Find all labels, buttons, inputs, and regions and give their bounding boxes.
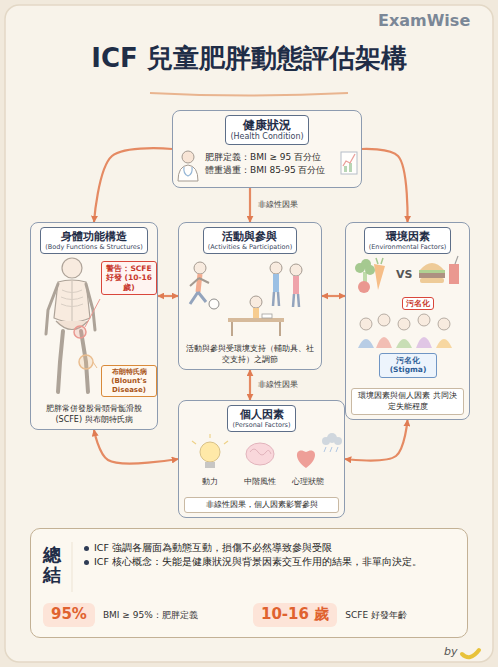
connector <box>94 430 178 464</box>
foot-group: 非線性因果，個人因素影響參與 <box>184 497 339 513</box>
sideT-text: 總結 <box>43 545 61 585</box>
numg-group: 10-16 歲 <box>253 603 337 627</box>
edge-label: 非線性因果 <box>256 380 300 390</box>
stxtg-group: BMI ≥ 95%：肥胖定義 <box>103 609 198 622</box>
connector <box>249 188 251 222</box>
ft-text: 非線性因果，個人因素影響參與 <box>188 500 335 510</box>
ct-text: 布朗特氏病 (Blount's Disease) <box>105 368 153 394</box>
brand-mark: ExamWise <box>378 11 470 30</box>
page-card <box>5 5 493 662</box>
sub-text: (Body Functions & Structures) <box>45 243 142 251</box>
title: ICF 兒童肥胖動態評估架構 <box>0 42 498 75</box>
plain-group: 污名化 (Stigma) <box>383 356 433 375</box>
title-underline <box>150 93 348 96</box>
ft-text: 活動與參與受環境支持（輔助具、社交支持）之調節 <box>183 344 317 365</box>
tab-group: 活動與參與(Activities & Participation) <box>203 227 298 254</box>
mid-group: 肥胖定義：BMI ≥ 95 百分位體重過重：BMI 85-95 百分位 <box>173 145 361 177</box>
edge-label: 非線性因果 <box>256 200 300 210</box>
hd-text: 活動與參與 <box>208 230 293 243</box>
tab-group: 健康狀況(Health Condition) <box>225 115 308 145</box>
numg-group: 95% <box>43 603 95 627</box>
warning-callout: 警告：SCFE 好發 (10-16歲) <box>101 261 157 295</box>
environment-panel: 環境因素(Environmental Factors) 環境因素與個人因素 共同決… <box>345 222 470 420</box>
banana-icon <box>462 650 479 657</box>
tab-group: 環境因素(Environmental Factors) <box>364 227 452 254</box>
num-text: 95% <box>43 603 95 627</box>
bullet-text: ICF 核心概念：失能是健康狀況與背景因素交互作用的結果，非單向決定。 <box>83 555 455 569</box>
summary-box: 總結 ICF 強調各層面為動態互動，損傷不必然導致參與受限ICF 核心概念：失能是… <box>30 528 468 638</box>
stigma-tag: 污名化 <box>402 297 434 310</box>
hd-text: 個人因素 <box>232 408 290 421</box>
tab-group: 身體功能構造(Body Functions & Structures) <box>40 227 147 254</box>
sub-text: (Activities & Participation) <box>208 243 293 251</box>
icon-label: 動力 <box>202 477 218 486</box>
hd-text: 環境因素 <box>369 230 447 243</box>
tab-group: 個人因素(Personal Factors) <box>227 405 295 432</box>
personal-panel: 個人因素(Personal Factors) 非線性因果，個人因素影響參與 <box>178 400 345 518</box>
line-text: 體重過重：BMI 85-95 百分位 <box>205 164 339 177</box>
ct-text: 警告：SCFE 好發 (10-16歲) <box>105 264 153 292</box>
foot-group: 環境因素與個人因素 共同決定失能程度 <box>351 388 464 415</box>
hd-text: 身體功能構造 <box>45 230 142 243</box>
bullet-text: ICF 強調各層面為動態互動，損傷不必然導致參與受限 <box>83 541 455 555</box>
bullets-group: ICF 強調各層面為動態互動，損傷不必然導致參與受限ICF 核心概念：失能是健康… <box>83 529 467 570</box>
versus-label: VS <box>396 268 412 281</box>
stigma-box: 污名化 (Stigma) <box>379 353 437 378</box>
num-text: 10-16 歲 <box>253 603 337 627</box>
ft-text: 環境因素與個人因素 共同決定失能程度 <box>355 391 460 412</box>
stat-band: 10-16 歲 SCFE 好發年齡 <box>253 601 453 629</box>
ct-text: 污名化 <box>406 299 430 308</box>
line-text: 肥胖定義：BMI ≥ 95 百分位 <box>205 151 339 164</box>
plain-group: 污名化 <box>406 299 430 308</box>
connector <box>322 295 345 297</box>
icon-label: 心理狀態 <box>292 477 324 486</box>
ct-text: 污名化 (Stigma) <box>383 356 433 375</box>
plain-group: 布朗特氏病 (Blount's Disease) <box>105 368 153 394</box>
plain-group: 警告：SCFE 好發 (10-16歲) <box>105 264 153 292</box>
sub-text: (Environmental Factors) <box>369 243 447 251</box>
connector <box>94 148 172 222</box>
sub-text: (Personal Factors) <box>232 421 290 429</box>
connector <box>249 370 251 400</box>
disease-callout: 布朗特氏病 (Blount's Disease) <box>101 365 157 397</box>
connector <box>362 149 408 222</box>
condition-box: 健康狀況(Health Condition)肥胖定義：BMI ≥ 95 百分位體… <box>172 110 362 188</box>
stxt-text: SCFE 好發年齡 <box>345 609 407 622</box>
body-panel: 身體功能構造(Body Functions & Structures) 肥胖常併發… <box>30 222 158 430</box>
foot-group: 肥胖常併發股骨頭骨骺滑脫 (SCFE) 與布朗特氏病 <box>31 404 157 429</box>
stxtg-group: SCFE 好發年齡 <box>345 609 407 622</box>
connector <box>158 295 178 297</box>
sub-text: (Health Condition) <box>230 132 303 142</box>
icon-label: 中階風性 <box>244 477 276 486</box>
stxt-text: BMI ≥ 95%：肥胖定義 <box>103 609 198 622</box>
credit: by <box>444 645 458 658</box>
stat-band: 95% BMI ≥ 95%：肥胖定義 <box>43 601 243 629</box>
activity-panel: 活動與參與(Activities & Participation) 活動與參與受環… <box>178 222 322 370</box>
ft-text: 肥胖常併發股骨頭骨骺滑脫 (SCFE) 與布朗特氏病 <box>35 404 153 425</box>
connector <box>345 420 408 461</box>
foot-group: 活動與參與受環境支持（輔助具、社交支持）之調節 <box>179 344 321 369</box>
side-group: 總結 <box>43 545 61 585</box>
hd-text: 健康狀況 <box>230 118 303 132</box>
